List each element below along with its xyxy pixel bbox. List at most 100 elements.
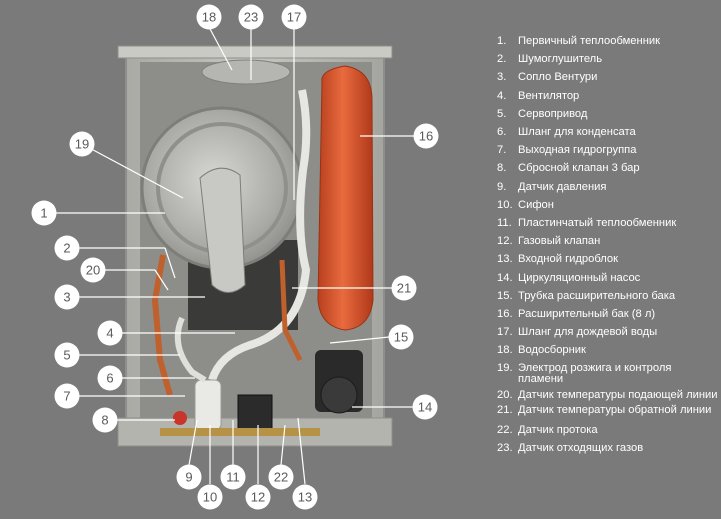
legend-item: 19. Электрод розжига и контроля пламени [497, 361, 719, 386]
callout-9-label: 9 [185, 470, 192, 485]
callout-4-label: 4 [106, 326, 113, 341]
legend-item: 14. Циркуляционный насос [497, 269, 719, 287]
legend-num: 12. [497, 235, 513, 248]
callout-21: 21 [391, 275, 417, 301]
callout-8-label: 8 [101, 413, 108, 428]
legend-item: 10.Сифон [497, 196, 719, 214]
legend-text: Пластинчатый теплообменник [518, 217, 677, 230]
pump-head [320, 376, 358, 414]
legend-text: Трубка расширительного бака [518, 289, 676, 302]
callout-17-label: 17 [287, 10, 301, 25]
callout-5-label: 5 [63, 348, 70, 363]
callout-10: 10 [197, 484, 223, 510]
legend-item: 8. Сбросной клапан 3 бар [497, 159, 719, 177]
callout-12: 12 [245, 484, 271, 510]
legend-num: 16. [497, 308, 513, 321]
legend-num: 8. [497, 162, 507, 175]
fan-duct [199, 167, 246, 293]
callout-18: 18 [196, 4, 222, 30]
siphon [194, 379, 222, 431]
legend-text: Шланг для дождевой воды [518, 326, 658, 339]
legend-num: 14. [497, 271, 513, 284]
legend-num: 18. [497, 344, 513, 357]
legend-text: Электрод розжига и контроля пламени [518, 361, 672, 386]
leader-19 [81, 143, 184, 199]
leader-20b [154, 269, 169, 291]
callout-11-label: 11 [226, 470, 240, 485]
callout-19: 19 [69, 131, 95, 157]
callout-16: 16 [413, 123, 439, 149]
legend-item: 15. Трубка расширительного бака [497, 287, 719, 305]
gas-valve [237, 394, 273, 430]
expansion-tank [317, 65, 374, 331]
legend-num: 15. [497, 289, 513, 302]
callout-22: 22 [268, 464, 294, 490]
callout-9: 9 [176, 464, 202, 490]
legend-item: 23. Датчик отходящих газов [497, 439, 719, 457]
leader-9 [188, 419, 198, 466]
callout-20: 20 [80, 257, 106, 283]
legend-text: Газовый клапан [518, 235, 601, 248]
callout-14-label: 14 [418, 400, 432, 415]
legend-text: Сбросной клапан 3 бар [518, 162, 640, 175]
legend-num: 17. [497, 326, 513, 339]
legend-text: Датчик отходящих газов [518, 441, 644, 454]
legend-num: 19. [497, 361, 513, 374]
legend-item: 17. Шланг для дождевой воды [497, 323, 719, 341]
legend-num: 5. [497, 107, 507, 120]
callout-15-label: 15 [394, 330, 408, 345]
callout-23: 23 [238, 4, 264, 30]
legend-text: Вентилятор [518, 89, 580, 102]
legend-text: Шумоглушитель [518, 53, 603, 66]
callout-22-label: 22 [274, 470, 288, 485]
callout-23-label: 23 [244, 10, 258, 25]
legend-text: Водосборник [518, 344, 586, 357]
legend-num: 2. [497, 53, 507, 66]
legend-text: Датчик протока [518, 423, 598, 436]
legend-text: Сервопривод [518, 107, 588, 120]
leader-15 [329, 336, 390, 344]
callout-10-label: 10 [203, 490, 217, 505]
relief-valve [173, 411, 187, 425]
callout-14: 14 [412, 394, 438, 420]
legend-num: 11. [497, 217, 512, 230]
callout-5: 5 [54, 342, 80, 368]
legend-text: Датчик давления [518, 180, 607, 193]
callout-1: 1 [31, 200, 57, 226]
leader-18 [208, 26, 233, 71]
legend-item: 13.Входной гидроблок [497, 250, 719, 268]
legend-num: 6. [497, 126, 507, 139]
leader-22 [280, 424, 286, 466]
leader-2b [164, 247, 176, 279]
callout-19-label: 19 [75, 137, 89, 152]
corrugated-hose [208, 89, 311, 382]
legend-text: Циркуляционный насос [518, 271, 641, 284]
callout-15: 15 [388, 324, 414, 350]
legend-item: 2. Шумоглушитель [497, 50, 719, 68]
legend-num: 23. [497, 441, 513, 454]
callout-2: 2 [54, 235, 80, 261]
legend-num: 20. [497, 388, 513, 401]
copper-pipe-right [279, 259, 303, 362]
legend-text: Сифон [518, 198, 554, 211]
callout-1-label: 1 [40, 206, 47, 221]
legend-item: 21.Датчик температуры обратной линии [497, 405, 719, 417]
legend-text: Первичный теплообменник [518, 35, 661, 47]
legend-text: Сопло Вентури [518, 71, 598, 84]
legend-item: 12. Газовый клапан [497, 232, 719, 250]
legend-num: 3. [497, 71, 507, 84]
legend-item: 9.Датчик давления [497, 178, 719, 196]
callout-11: 11 [220, 464, 246, 490]
legend-item: 20.Датчик температуры подающей линии [497, 388, 719, 402]
callout-21-label: 21 [397, 281, 411, 296]
legend-text: Шланг для конденсата [518, 126, 636, 139]
boiler-image [117, 45, 393, 447]
callout-7: 7 [54, 383, 80, 409]
legend-text: Датчик температуры обратной линии [518, 404, 712, 417]
legend-item: 5. Сервопривод [497, 105, 719, 123]
legend-num: 1. [497, 35, 507, 47]
legend-text: Выходная гидрогруппа [518, 144, 637, 157]
boiler-top-flange [117, 45, 393, 59]
legend-item: 7.Выходная гидрогруппа [497, 141, 719, 159]
legend-text: Входной гидроблок [518, 253, 619, 266]
